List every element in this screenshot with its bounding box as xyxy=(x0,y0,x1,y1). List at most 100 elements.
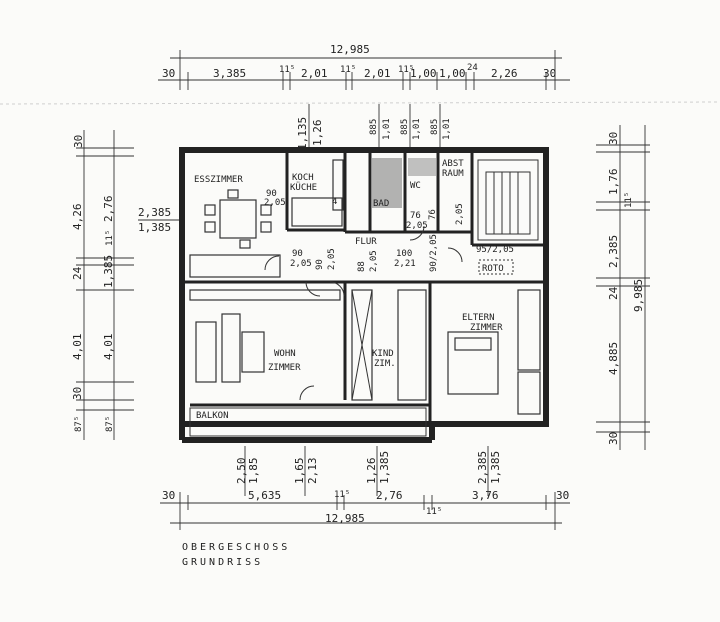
living-room-furniture xyxy=(189,289,341,383)
drawing-title-line1: OBERGESCHOSS xyxy=(182,542,290,553)
room-label-wc: WC xyxy=(410,181,421,191)
bottom-total-dimension: 12,985 xyxy=(325,512,365,525)
top-dim-1: 30 xyxy=(162,67,175,80)
bottom-vdim-8: 1,385 xyxy=(489,451,502,484)
bathroom-tiles xyxy=(372,158,436,208)
left-dim-5: 24 xyxy=(71,266,84,280)
right-dim-7: 30 xyxy=(607,432,620,445)
door-label-bad-2: 2,05 xyxy=(406,221,428,231)
door-label-flur-d-2: 2,21 xyxy=(394,259,416,269)
top-vdim-3: 885 xyxy=(369,119,379,135)
left-dim-1: 30 xyxy=(72,135,85,148)
door-label-flur-c-1: 88 xyxy=(357,261,367,272)
top-dim-3: 11⁵ xyxy=(279,65,295,75)
room-label-raum: RAUM xyxy=(442,169,464,179)
sideboard xyxy=(189,254,281,278)
bottom-dim-5: 11⁵ xyxy=(426,507,442,517)
room-label-bad: BAD xyxy=(373,199,389,209)
room-label-kind: KIND xyxy=(372,349,394,359)
bottom-dim-1: 30 xyxy=(162,489,175,502)
door-label-flur-b-2: 2,05 xyxy=(327,248,337,270)
left-dim-3: 2,76 xyxy=(102,196,115,223)
top-dim-10: 24 xyxy=(467,63,478,73)
bottom-vdim-2: 1,85 xyxy=(247,458,260,485)
top-dim-9: 1,00 xyxy=(439,67,466,80)
door-label-flur-f: 95/2,05 xyxy=(476,245,514,255)
left-dim-9: 30 xyxy=(71,387,84,400)
left-dim-7: 4,01 xyxy=(71,334,84,361)
left-dim-8: 4,01 xyxy=(102,334,115,361)
top-vdim-8: 1,01 xyxy=(442,118,452,140)
top-vdim-2: 1,26 xyxy=(311,120,324,147)
room-label-esszimmer: ESSZIMMER xyxy=(194,175,243,185)
top-vdim-7: 885 xyxy=(430,119,440,135)
room-label-eltern: ELTERN xyxy=(462,313,495,323)
room-label-kueche: KÜCHE xyxy=(290,182,317,193)
bottom-dimension-chain: 30 5,635 11⁵ 2,76 11⁵ 3,76 30 12,985 xyxy=(160,489,570,530)
left-dim-6: 1,385 xyxy=(102,255,115,288)
right-total-dimension: 9,985 xyxy=(632,279,645,312)
right-dim-1: 30 xyxy=(607,132,620,145)
right-dim-3: 11⁵ xyxy=(624,192,634,208)
door-label-bad-1: 76 xyxy=(410,211,421,221)
right-dim-2: 1,76 xyxy=(607,169,620,196)
bottom-dim-7: 30 xyxy=(556,489,569,502)
right-dim-5: 24 xyxy=(607,286,620,300)
right-dim-6: 4,885 xyxy=(607,342,620,375)
bottom-vdim-6: 1,385 xyxy=(378,451,391,484)
bottom-vdim-7: 2,385 xyxy=(476,451,489,484)
bottom-dim-2: 5,635 xyxy=(248,489,281,502)
bottom-vdim-3: 1,65 xyxy=(293,458,306,485)
door-label-kueche-4: 4 xyxy=(332,197,337,207)
room-label-koch: KOCH xyxy=(292,173,314,183)
interior-walls xyxy=(182,150,546,424)
right-dimension-chain: 30 1,76 11⁵ 2,385 24 4,885 30 9,985 xyxy=(596,125,650,450)
door-label-essen-2: 2,05 xyxy=(264,198,286,208)
door-label-abst-2: 2,05 xyxy=(455,203,465,225)
top-vdim-6: 1,01 xyxy=(412,118,422,140)
top-vdim-1: 1,135 xyxy=(296,117,309,150)
door-label-flur-d-1: 100 xyxy=(396,249,412,259)
paper-fold-line xyxy=(0,101,720,105)
top-dim-2: 3,385 xyxy=(213,67,246,80)
staircase xyxy=(477,159,539,241)
bottom-vdim-4: 2,13 xyxy=(306,458,319,485)
room-label-zim: ZIM. xyxy=(374,359,396,369)
kitchen-counter xyxy=(291,159,344,227)
bottom-vdim-1: 2,50 xyxy=(235,458,248,485)
room-label-zimmer-wohn: ZIMMER xyxy=(268,363,301,373)
top-dim-6: 2,01 xyxy=(364,67,391,80)
left-dim-11: 87⁵ xyxy=(105,416,115,432)
left-dim-2: 4,26 xyxy=(71,204,84,231)
bottom-dim-6: 3,76 xyxy=(472,489,499,502)
top-vdim-4: 1,01 xyxy=(382,118,392,140)
door-label-flur-e: 90/2,05 xyxy=(429,234,439,272)
top-dim-5: 11⁵ xyxy=(340,65,356,75)
door-label-abst-1: 76 xyxy=(428,209,438,220)
balcony xyxy=(189,407,427,437)
left-dim-10: 87⁵ xyxy=(74,416,84,432)
top-dim-11: 2,26 xyxy=(491,67,518,80)
parents-room-furniture xyxy=(447,289,541,415)
room-label-abst: ABST xyxy=(442,159,464,169)
bottom-dim-4: 2,76 xyxy=(376,489,403,502)
exterior-walls xyxy=(179,147,549,443)
bottom-vertical-dimensions: 2,50 1,85 1,65 2,13 1,26 1,385 2,385 1,3… xyxy=(235,446,502,496)
top-total-dimension: 12,985 xyxy=(330,43,370,56)
door-label-flur-a-1: 90 xyxy=(292,249,303,259)
bottom-dim-3: 11⁵ xyxy=(334,490,350,500)
room-label-balkon: BALKON xyxy=(196,411,229,421)
door-swings xyxy=(264,225,463,401)
top-dim-8: 1,00 xyxy=(410,67,437,80)
right-dim-4: 2,385 xyxy=(607,235,620,268)
left-inner-dim-2: 1,385 xyxy=(138,221,171,234)
roto-hatch xyxy=(478,259,514,275)
top-vdim-5: 885 xyxy=(400,119,410,135)
left-dim-4: 11⁵ xyxy=(105,230,115,246)
top-dim-12: 30 xyxy=(543,67,556,80)
door-label-flur-a-2: 2,05 xyxy=(290,259,312,269)
door-label-flur-b-1: 90 xyxy=(315,259,325,270)
left-dimension-chain: 30 4,26 2,76 11⁵ 24 1,385 4,01 4,01 30 8… xyxy=(71,130,180,440)
drawing-title-line2: GRUNDRISS xyxy=(182,557,263,568)
